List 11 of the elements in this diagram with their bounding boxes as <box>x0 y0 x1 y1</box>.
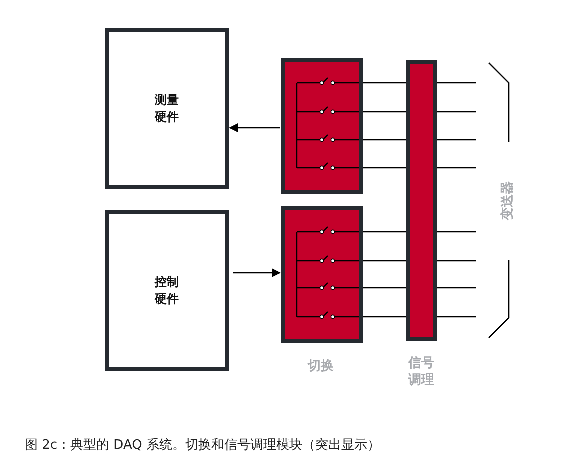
conditioning-bar <box>406 60 437 341</box>
block-label: 切换 <box>308 358 334 375</box>
arrow <box>233 268 281 278</box>
transducer-label: 变送器 <box>499 182 516 220</box>
caption: 图 2c：典型的 DAQ 系统。切换和信号调理模块（突出显示） <box>25 437 380 454</box>
hardware-box <box>105 210 229 371</box>
hardware-box <box>105 28 229 189</box>
arrow <box>229 124 280 132</box>
block-label: 信号调理 <box>408 355 436 389</box>
box-label: 控制硬件 <box>154 274 180 308</box>
box-label: 测量硬件 <box>154 92 180 126</box>
